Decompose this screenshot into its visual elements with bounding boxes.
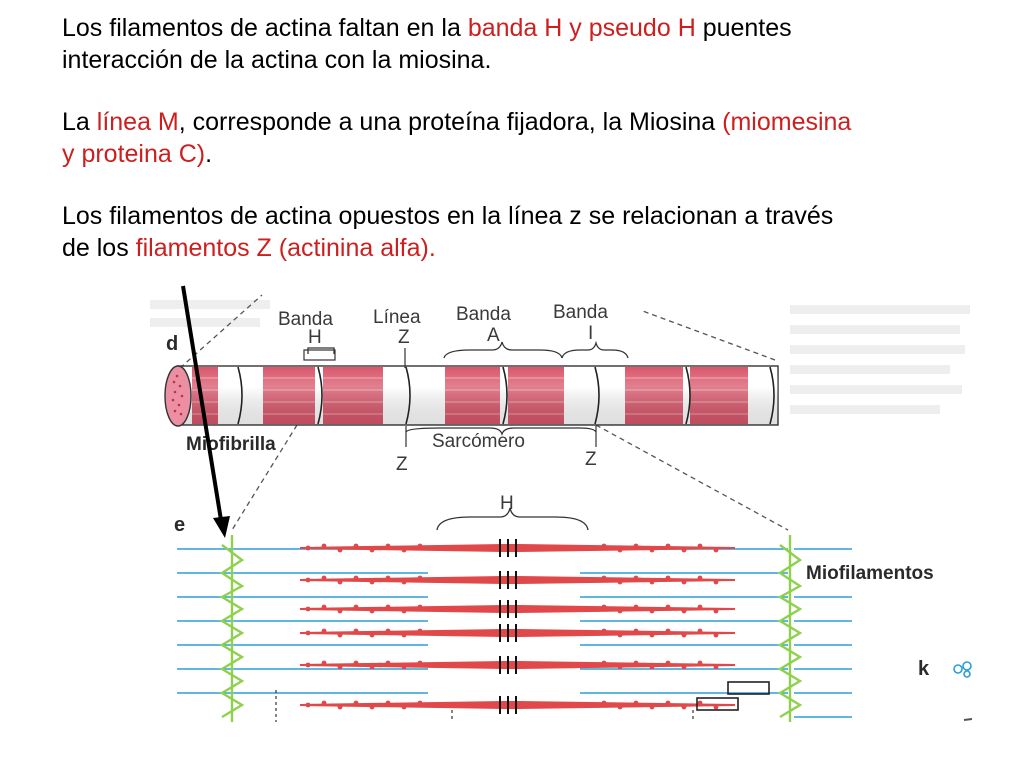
filament-panel: Miofilamentos xyxy=(177,535,973,722)
label-h-zone: H xyxy=(500,493,514,514)
myosin-heads xyxy=(305,543,719,710)
label-banda-h-letter: H xyxy=(308,327,322,348)
label-sarcomero: Sarcómero xyxy=(432,431,525,452)
highlight-miomesina: (miomesina xyxy=(722,108,852,136)
a-band xyxy=(192,367,218,424)
text-run: La xyxy=(62,108,97,136)
label-linea-letter: Z xyxy=(398,327,410,348)
a-band xyxy=(445,367,500,424)
box-h-band xyxy=(303,349,336,361)
text-run: interacción de la actina con la miosina. xyxy=(62,46,492,74)
a-band xyxy=(323,367,383,424)
zoom-line-right xyxy=(595,424,789,531)
text-run: . xyxy=(205,140,213,168)
myofibril-tube xyxy=(164,365,779,427)
zoom-box-myosin xyxy=(696,697,739,711)
zoom-box-actin xyxy=(727,681,770,695)
slide-text: Los filamentos de actina faltan en la ba… xyxy=(62,12,982,294)
label-banda-a-word: Banda xyxy=(456,304,511,325)
a-band xyxy=(508,367,564,424)
panel-label-k: k xyxy=(918,658,930,680)
label-banda-a-letter: A xyxy=(487,325,500,346)
label-z-right: Z xyxy=(585,449,597,470)
bracket-h-band xyxy=(307,347,335,354)
z-disk-left xyxy=(219,535,245,722)
actin-filaments xyxy=(177,548,852,718)
zoom-line-upper-right xyxy=(639,309,776,361)
myosin-filaments xyxy=(300,544,735,709)
myofibril-cross-section xyxy=(164,365,192,427)
paragraph-3: Los filamentos de actina opuestos en la … xyxy=(62,200,982,264)
highlight-banda-h: banda H y pseudo H xyxy=(467,14,696,42)
highlight-proteina-c: y proteina C) xyxy=(62,140,206,168)
paragraph-3-line-2: de los filamentos Z (actinina alfa). xyxy=(62,234,436,262)
label-miofibrilla: Miofibrilla xyxy=(186,434,276,455)
paragraph-1-line-1: Los filamentos de actina faltan en la ba… xyxy=(62,14,792,42)
paragraph-3-line-1: Los filamentos de actina opuestos en la … xyxy=(62,202,833,230)
text-run: , corresponde a una proteína fijadora, l… xyxy=(178,108,723,136)
paragraph-2-line-1: La línea M, corresponde a una proteína f… xyxy=(62,108,851,136)
label-banda-h-word: Banda xyxy=(278,309,333,330)
brace-h-zone xyxy=(436,507,589,531)
label-miofilamentos: Miofilamentos xyxy=(806,563,934,584)
text-run: de los xyxy=(62,234,136,262)
paragraph-1-line-2: interacción de la actina con la miosina. xyxy=(62,46,491,74)
molecule-icon xyxy=(953,661,972,678)
paragraph-2-line-2: y proteina C). xyxy=(62,140,212,168)
brace-sarcomere xyxy=(405,427,597,437)
zoom-line-left xyxy=(231,424,298,531)
a-band xyxy=(625,367,683,424)
panel-label-d: d xyxy=(166,333,178,355)
faded-background-texture xyxy=(150,300,970,414)
brace-a-band xyxy=(443,341,563,359)
a-band xyxy=(263,367,315,424)
text-run: puentes xyxy=(695,14,792,42)
brace-i-band xyxy=(561,340,629,359)
m-line-marks xyxy=(499,539,517,714)
label-z-left: Z xyxy=(396,454,408,475)
a-band xyxy=(690,367,748,424)
label-banda-i-word: Banda xyxy=(553,302,608,323)
highlight-filamentos-z: filamentos Z (actinina alfa). xyxy=(135,234,436,262)
text-run: Los filamentos de actina faltan en la xyxy=(62,14,468,42)
panel-label-e: e xyxy=(174,514,185,536)
paragraph-2: La línea M, corresponde a una proteína f… xyxy=(62,106,982,170)
highlight-linea-m: línea M xyxy=(96,108,179,136)
z-disk-right xyxy=(777,535,803,722)
paragraph-1: Los filamentos de actina faltan en la ba… xyxy=(62,12,982,76)
zoom-line-upper-left xyxy=(179,294,263,369)
label-linea-word: Línea xyxy=(373,307,421,328)
pointer-arrow xyxy=(181,285,230,538)
text-run: Los filamentos de actina opuestos en la … xyxy=(62,202,834,230)
label-banda-i-letter: I xyxy=(588,323,593,344)
